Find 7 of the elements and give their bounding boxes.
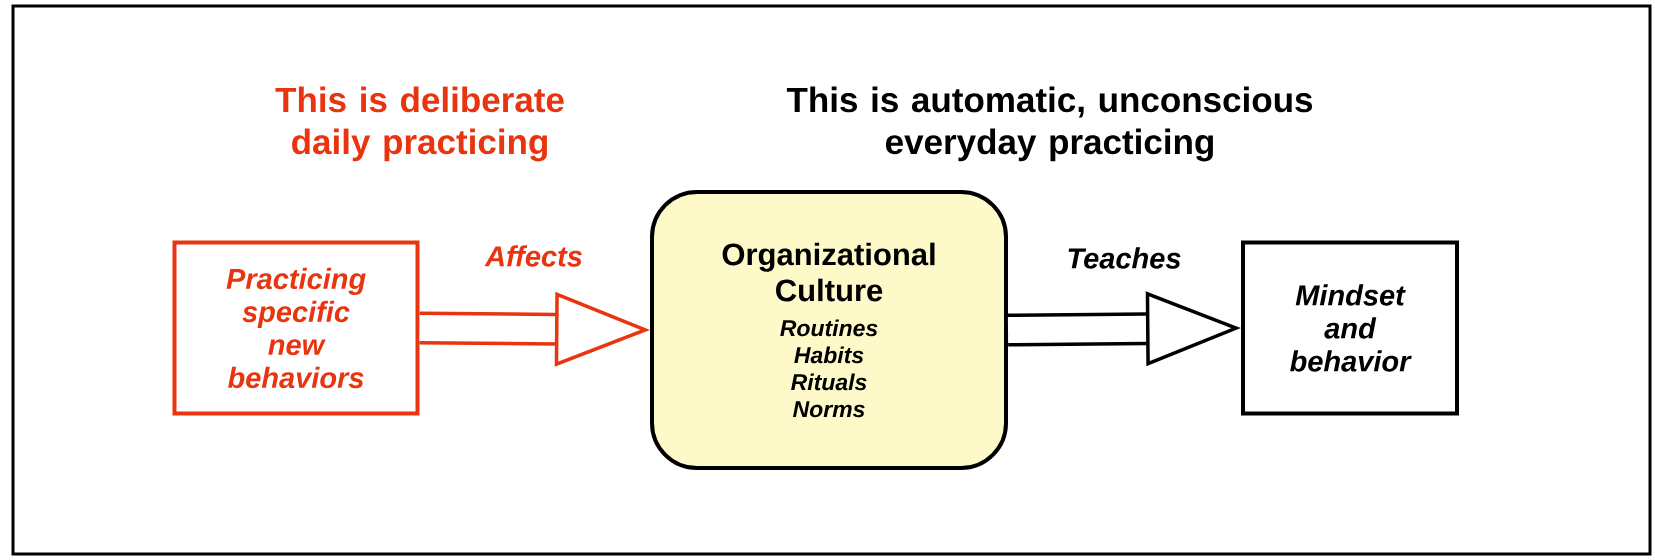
heading: This is deliberate daily practicing (275, 86, 564, 162)
process-box: Mindset and behavior (1241, 240, 1459, 416)
rounded-box: Organizational Culture Routines Habits Rituals Norms (650, 190, 1008, 470)
heading: This is automatic, unconscious everyday practicing (786, 86, 1313, 162)
process-box: Practicing specific new behaviors (172, 240, 420, 416)
edge-label: Affects (483, 243, 585, 269)
edge-label: Teaches (1064, 245, 1184, 271)
